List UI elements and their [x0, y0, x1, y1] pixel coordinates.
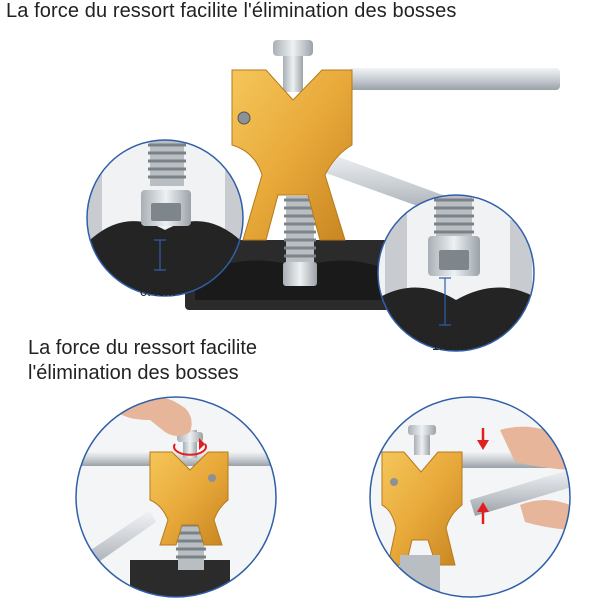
- spring: [283, 196, 317, 286]
- measure-label-right: 1.5cm: [432, 338, 467, 353]
- middle-caption-line1: La force du ressort facilite: [28, 337, 257, 359]
- top-handle: [348, 68, 560, 90]
- usage-circle-right: [369, 396, 571, 598]
- press-arrow-down: [477, 428, 489, 450]
- top-caption: La force du ressort facilite l'éliminati…: [6, 0, 457, 22]
- zoom-circle-left: [86, 139, 244, 297]
- knurled-knob: [273, 40, 313, 56]
- zoom-circle-right: [377, 194, 535, 352]
- usage-circle-left: [75, 396, 277, 598]
- middle-caption: La force du ressort facilite l'éliminati…: [28, 336, 257, 386]
- hand-right-bottom: [520, 500, 570, 530]
- measure-label-left: 0.4cm: [140, 284, 175, 299]
- gap-measure-right: [439, 277, 451, 326]
- tool-body: [231, 69, 353, 241]
- body-screw: [237, 111, 251, 125]
- middle-caption-line2: l'élimination des bosses: [28, 362, 239, 384]
- press-arrow-up: [477, 502, 489, 524]
- gap-measure-left: [154, 239, 166, 271]
